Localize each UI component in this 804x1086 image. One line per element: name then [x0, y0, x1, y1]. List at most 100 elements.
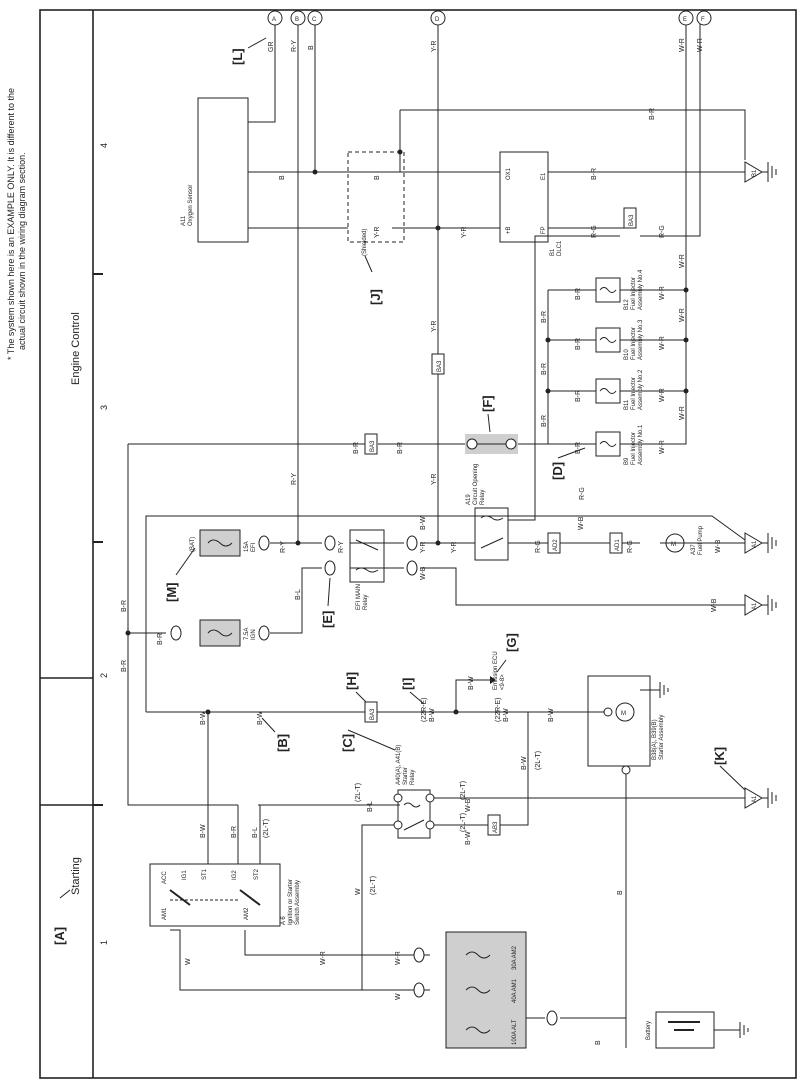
wire-label-bw-6: B-W [429, 708, 436, 722]
wire-label-wb: W-B [465, 798, 472, 812]
wire-label-shield-6: (2L-T) [535, 751, 542, 770]
wire-label-yr-7: Y-R [431, 41, 438, 52]
inj4-name-2: Assembly No.4 [638, 269, 644, 310]
wire-label-br-5: B-R [353, 442, 360, 454]
wire-label-bw: B-W [200, 824, 207, 838]
starter-assy-id: B38(A), B39(B) [652, 719, 658, 760]
wire-label-br: B-R [231, 826, 238, 838]
starter-motor-m: M [621, 711, 626, 717]
top-connectors [267, 10, 712, 26]
inj4-name: Fuel Injector [631, 277, 637, 310]
cor-name: Circuit Opening [473, 464, 479, 505]
callout-c: [C] [340, 734, 355, 752]
callout-j-leader [364, 255, 373, 273]
inj3-id: B10 [624, 349, 630, 360]
starter-assembly [587, 675, 651, 767]
ground-a1-label: A1 [752, 602, 758, 610]
column-number-1: 1 [99, 940, 109, 945]
callout-e: [E] [320, 611, 335, 628]
ground-a1-icon [744, 594, 777, 616]
callout-m: [M] [164, 583, 179, 603]
emission-ecu-ref: <9-8> [500, 674, 506, 690]
callout-f-leader [487, 413, 491, 433]
pin-st2: ST2 [254, 868, 260, 880]
ground-starter-icon [659, 682, 669, 698]
pin-b: +B [506, 226, 512, 234]
callout-h-leader [355, 691, 367, 703]
wire-label-yr-2: Y-R [451, 542, 458, 553]
starter-relay-coil-icon [403, 802, 421, 808]
fuel-pump-m: M [671, 542, 676, 548]
wire-label-yr-6: Y-R [374, 227, 381, 238]
wire-label-bw-9: B-W [468, 676, 475, 690]
joint-ab3-label: AB3 [493, 821, 499, 833]
joint-ad1-label: AD1 [615, 539, 621, 551]
wire-label-rg-5: R-G [659, 225, 666, 238]
fuse-alt-label: 100A ALT [512, 1019, 518, 1045]
inj1-id: B9 [624, 457, 630, 465]
fuse-ign-icon [207, 629, 233, 637]
wire-label-s22-2: (22R-E) [495, 697, 502, 722]
ign-switch-id: A 6 [281, 916, 287, 925]
pin-e1: E1 [541, 172, 547, 180]
callout-a: [A] [52, 927, 67, 945]
wire-label-rg-2: R-G [627, 540, 634, 553]
wire-label-wb-4: W-B [578, 516, 585, 530]
battery-label: Battery [646, 1021, 652, 1040]
column-number-2: 2 [99, 673, 109, 678]
wire-label-br-9: B-R [541, 311, 548, 323]
battery [655, 1011, 749, 1049]
dlc-name: DLC1 [557, 240, 563, 256]
wire-label-shield-4: (2L-T) [460, 781, 467, 800]
callout-d-leader [557, 447, 586, 459]
pin-ig1: IG1 [182, 870, 188, 880]
fuse-am1-icon [465, 986, 491, 994]
wire-label-br-10: B-R [575, 442, 582, 454]
fuse-am2-icon [465, 951, 491, 959]
ign-switch-contact [239, 889, 261, 906]
wire-label-br-4: B-R [157, 633, 164, 645]
wire-label-ry: R-Y [280, 541, 287, 553]
starter-relay-name: Starter [403, 767, 409, 785]
starter-motor-icon [615, 702, 635, 722]
title-starting: Starting [70, 857, 82, 895]
wire-label-shield-3: (2L-T) [355, 783, 362, 802]
callout-d: [D] [550, 462, 565, 480]
wire-label-br-3: B-R [121, 660, 128, 672]
ign-switch-contact [169, 889, 191, 906]
callout-b: [B] [275, 734, 290, 752]
pin-ox1: OX1 [506, 167, 512, 180]
wire-label-br-15: B-R [649, 108, 656, 120]
ign-switch-name-2: Switch Assembly [295, 880, 301, 925]
ground-a1-icon [744, 787, 777, 809]
fuel-pump-id: A37 [691, 544, 697, 555]
wire-label-bw-2: B-W [465, 831, 472, 845]
callout-a-leader [59, 889, 71, 899]
fuse-am1-label: 40A AM1 [512, 978, 518, 1003]
fuse-alt-icon [465, 1026, 491, 1034]
cor-name-2: Relay [480, 490, 486, 505]
callout-k-leader [719, 765, 746, 791]
wire-label-br-12: B-R [575, 338, 582, 350]
fuse-efi-name: EFI [251, 542, 257, 552]
joint-ba3-label-3: BA3 [629, 214, 635, 226]
fuse-am2-label: 30A AM2 [512, 945, 518, 970]
pin-fp: FP [541, 226, 547, 234]
title-engine-control: Engine Control [70, 312, 82, 385]
circuit-opening-relay [474, 507, 509, 561]
emission-ecu-arrow-icon [490, 676, 496, 684]
fuse-efi-icon [207, 539, 233, 547]
inj1-name-2: Assembly No.1 [638, 424, 644, 465]
junction-f-pin [505, 438, 517, 450]
callout-f: [F] [480, 395, 495, 412]
callout-l-leader [247, 37, 267, 49]
wire-label-bl-2: B-L [367, 801, 374, 812]
ground-b1-label: B1 [752, 169, 758, 177]
cor-id: A19 [466, 494, 472, 505]
wire-label-wr: W-R [395, 951, 402, 965]
inj4-id: B12 [624, 299, 630, 310]
wire-label-wr-9: W-R [679, 254, 686, 268]
wire-label-wb-2: W-B [420, 566, 427, 580]
ground-a1-label: A1 [752, 540, 758, 548]
column-number-3: 3 [99, 405, 109, 410]
